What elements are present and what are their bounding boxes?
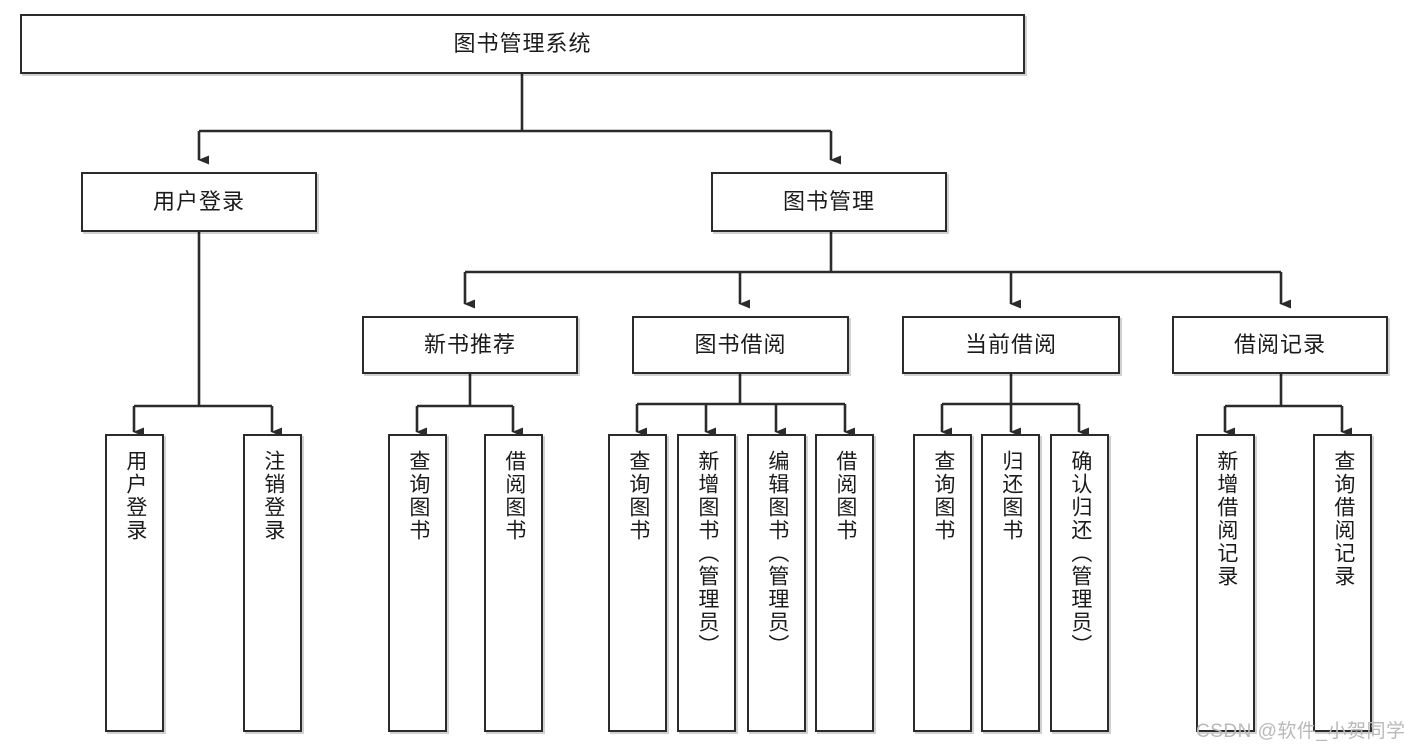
- leaf-query-record-label: 查询借阅记录: [1331, 450, 1355, 588]
- leaf-edit-book[interactable]: 编辑图书（管理员）: [747, 434, 806, 732]
- node-new-book-recommend-label: 新书推荐: [423, 331, 516, 357]
- csdn-watermark: CSDN @软件_小贺同学: [1196, 721, 1405, 742]
- leaf-add-book[interactable]: 新增图书（管理员）: [677, 434, 736, 732]
- node-current-borrow-label: 当前借阅: [964, 331, 1057, 357]
- leaf-borrow-book-2[interactable]: 借阅图书: [815, 434, 874, 732]
- leaf-query-book-3-label: 查询图书: [931, 450, 955, 542]
- leaf-query-book-2-label: 查询图书: [626, 450, 650, 542]
- leaf-return-book[interactable]: 归还图书: [981, 434, 1040, 732]
- leaf-user-login[interactable]: 用户登录: [105, 434, 164, 732]
- node-user-login-label: 用户登录: [152, 188, 245, 214]
- leaf-user-login-label: 用户登录: [123, 450, 147, 542]
- leaf-query-book-1[interactable]: 查询图书: [388, 434, 447, 732]
- leaf-return-book-label: 归还图书: [999, 450, 1023, 542]
- node-root[interactable]: 图书管理系统: [20, 14, 1025, 74]
- node-new-book-recommend[interactable]: 新书推荐: [362, 316, 578, 374]
- leaf-query-book-2[interactable]: 查询图书: [608, 434, 667, 732]
- leaf-query-book-3[interactable]: 查询图书: [913, 434, 972, 732]
- leaf-confirm-return[interactable]: 确认归还（管理员）: [1050, 434, 1109, 732]
- node-book-borrow-label: 图书借阅: [694, 331, 787, 357]
- leaf-user-logout[interactable]: 注销登录: [243, 434, 302, 732]
- leaf-user-logout-label: 注销登录: [261, 450, 285, 542]
- node-book-management[interactable]: 图书管理: [711, 172, 947, 232]
- leaf-query-record[interactable]: 查询借阅记录: [1313, 434, 1372, 732]
- node-root-label: 图书管理系统: [453, 30, 592, 56]
- leaf-borrow-book-1-label: 借阅图书: [502, 450, 526, 542]
- leaf-query-book-1-label: 查询图书: [406, 450, 430, 542]
- leaf-add-book-label: 新增图书（管理员）: [695, 450, 719, 657]
- leaf-add-record-label: 新增借阅记录: [1214, 450, 1238, 588]
- node-user-login[interactable]: 用户登录: [81, 172, 317, 232]
- node-book-management-label: 图书管理: [782, 188, 875, 214]
- leaf-borrow-book-2-label: 借阅图书: [833, 450, 857, 542]
- leaf-edit-book-label: 编辑图书（管理员）: [765, 450, 789, 657]
- node-current-borrow[interactable]: 当前借阅: [902, 316, 1120, 374]
- leaf-borrow-book-1[interactable]: 借阅图书: [484, 434, 543, 732]
- leaf-add-record[interactable]: 新增借阅记录: [1196, 434, 1255, 732]
- node-borrow-record[interactable]: 借阅记录: [1172, 316, 1388, 374]
- leaf-confirm-return-label: 确认归还（管理员）: [1068, 450, 1092, 657]
- node-book-borrow[interactable]: 图书借阅: [632, 316, 849, 374]
- node-borrow-record-label: 借阅记录: [1233, 331, 1326, 357]
